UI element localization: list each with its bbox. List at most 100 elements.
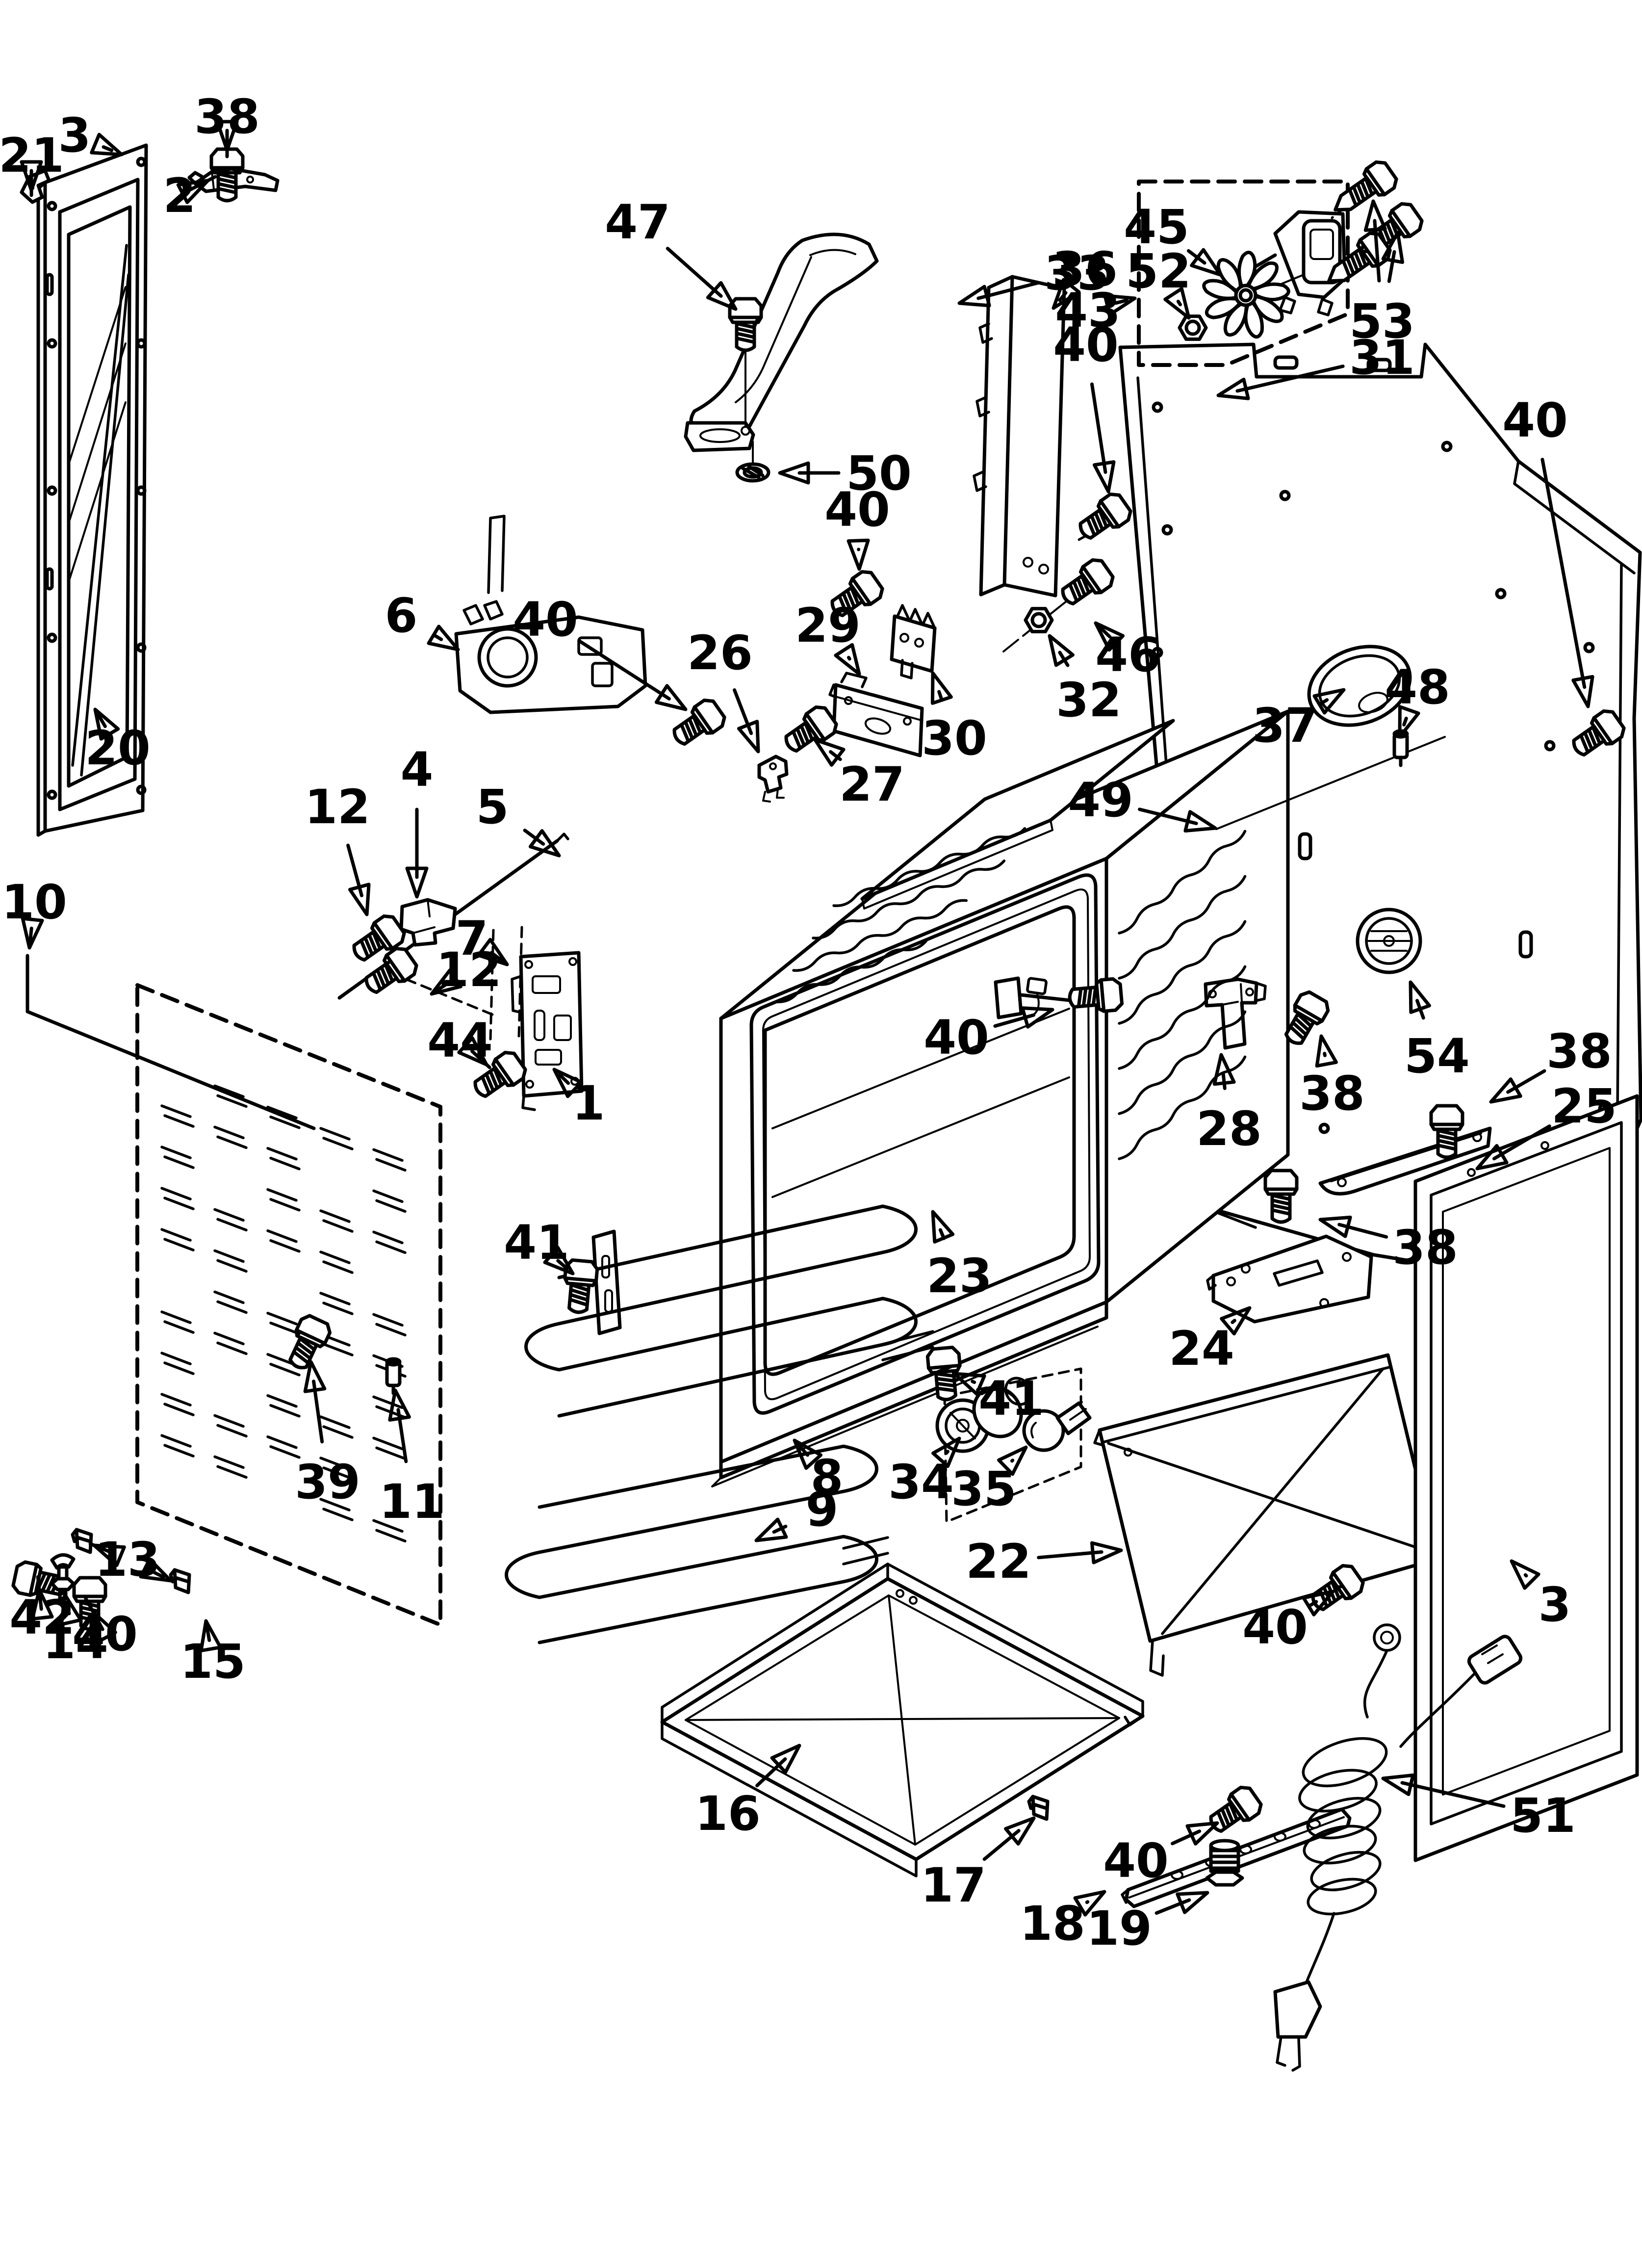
callout-44: 44 <box>427 1013 493 1069</box>
side-panel-dashed <box>135 983 442 1627</box>
fastener-screw <box>364 946 418 994</box>
callout-40: 40 <box>924 1006 1054 1065</box>
insulation-squiggle <box>1118 1055 1247 1160</box>
callout-17: 17 <box>921 1816 1036 1913</box>
insulation-squiggle <box>1118 965 1247 1070</box>
callout-3: 3 <box>1510 1559 1571 1632</box>
panel-hatch <box>372 1230 407 1254</box>
panel-hatch <box>372 1436 407 1460</box>
panel-hatch <box>160 1187 195 1210</box>
callout-label: 47 <box>605 195 670 250</box>
callout-label: 16 <box>695 1786 761 1841</box>
callout-25: 25 <box>1475 1079 1617 1171</box>
latch-keeper <box>1204 977 1267 1050</box>
toothed-bracket <box>890 604 937 679</box>
fastener-screw <box>1263 1169 1299 1224</box>
callout-2: 2 <box>163 168 217 223</box>
fastener-screw <box>728 297 763 352</box>
callout-12: 12 <box>305 780 371 916</box>
callout-24: 24 <box>1169 1306 1252 1376</box>
panel-hatch <box>372 1189 407 1213</box>
callout-3: 3 <box>58 108 124 163</box>
fastener-screw <box>1429 1104 1464 1159</box>
lamp-boot <box>972 1377 1032 1438</box>
callout-38: 38 <box>194 89 260 158</box>
callout-label: 36 <box>1052 242 1118 297</box>
callout-label: 41 <box>978 1371 1044 1426</box>
insulation-squiggle <box>1118 875 1247 980</box>
panel-hatch <box>160 1146 195 1169</box>
callout-label: 40 <box>1502 393 1568 448</box>
insulation-squiggle <box>832 827 1026 907</box>
callout-label: 12 <box>436 942 502 997</box>
callout-49: 49 <box>1068 773 1217 833</box>
callout-label: 20 <box>85 721 151 776</box>
panel-hatch <box>319 1415 354 1439</box>
callout-label: 45 <box>1124 200 1189 255</box>
side-duct <box>973 275 1066 598</box>
right-side-panel <box>1413 1094 1639 1862</box>
callout-4: 4 <box>401 742 433 899</box>
leader-line <box>1002 639 1019 652</box>
callout-5: 5 <box>476 780 561 858</box>
insulation-squiggle <box>774 939 927 1003</box>
element-terminal <box>842 1552 889 1565</box>
fastener-clip <box>1027 1795 1050 1821</box>
callout-label: 39 <box>295 1455 360 1510</box>
fastener-screw <box>1284 990 1330 1045</box>
power-cord <box>1273 1623 1523 2072</box>
insulation-squiggle <box>1118 920 1247 1025</box>
callout-label: 44 <box>427 1013 493 1068</box>
insulation-squiggle <box>1118 1010 1247 1115</box>
leader-dash <box>405 978 494 1016</box>
panel-hatch <box>160 1310 195 1334</box>
callout-label: 3 <box>1539 1577 1571 1632</box>
fastener-bushing <box>1205 1839 1244 1887</box>
callout-52: 52 <box>1126 244 1191 320</box>
insulation-batt <box>860 719 1175 901</box>
panel-hatch <box>319 1251 354 1274</box>
fastener-screw <box>1068 977 1124 1013</box>
fastener-screw <box>1572 709 1626 757</box>
callout-label: 17 <box>921 1858 986 1913</box>
panel-hatch <box>372 1313 407 1337</box>
fastener-screw <box>473 1050 527 1098</box>
callout-label: 24 <box>1169 1321 1234 1376</box>
panel-hatch <box>160 1228 195 1251</box>
panel-hatch <box>213 1290 248 1314</box>
callout-label: 50 <box>846 446 912 501</box>
callout-38: 38 <box>1299 1034 1365 1121</box>
callout-label: 25 <box>1551 1079 1617 1134</box>
fastener-screw <box>1061 558 1115 606</box>
callout-38: 38 <box>1489 1024 1612 1104</box>
callout-label: 27 <box>839 757 905 812</box>
panel-hatch <box>213 1331 248 1356</box>
panel-hatch <box>319 1457 354 1480</box>
panel-hatch <box>160 1434 195 1458</box>
callout-31: 31 <box>1216 330 1415 400</box>
panel-hatch <box>266 1147 301 1171</box>
callout-label: 12 <box>305 780 370 834</box>
callout-1: 1 <box>552 1068 605 1131</box>
element-bracket <box>591 1229 622 1335</box>
callout-label: 40 <box>513 592 578 647</box>
panel-hatch <box>213 1084 248 1108</box>
callout-41: 41 <box>504 1215 575 1276</box>
vent-opening <box>1307 645 1412 727</box>
fastener-screw <box>1078 492 1132 540</box>
callout-43: 43 <box>1055 283 1137 338</box>
panel-hatch <box>213 1414 248 1438</box>
leader-dash <box>489 929 495 1041</box>
callout-label: 40 <box>1242 1600 1308 1655</box>
callout-38: 38 <box>1318 1215 1458 1275</box>
callout-36: 36 <box>1052 242 1118 310</box>
callout-label: 40 <box>1053 317 1119 372</box>
insulation-squiggle <box>812 859 1006 939</box>
callout-label: 40 <box>72 1607 138 1662</box>
panel-hatch <box>266 1435 301 1459</box>
callout-label: 41 <box>504 1215 569 1270</box>
callout-10: 10 <box>1 875 67 950</box>
callout-label: 40 <box>1103 1833 1169 1888</box>
thermal-switch <box>757 755 789 803</box>
callout-label: 49 <box>1068 773 1133 828</box>
